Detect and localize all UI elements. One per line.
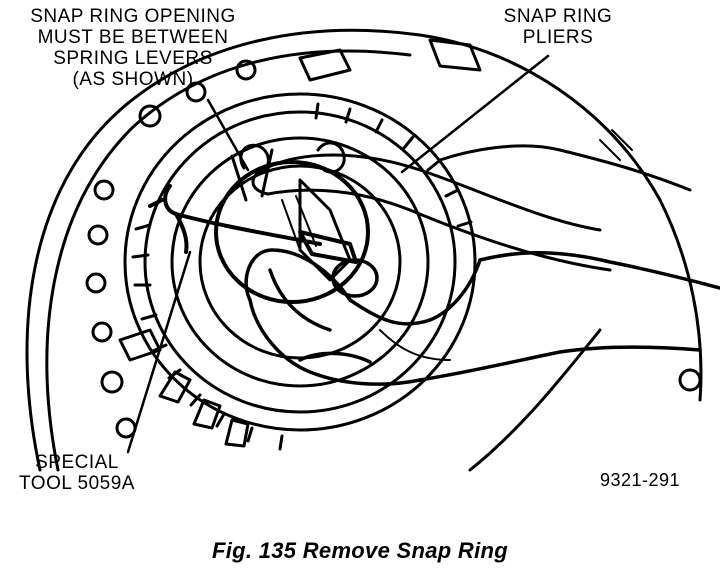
leader-special-tool <box>126 250 192 454</box>
callout-leaders <box>126 54 550 454</box>
clutch-drum <box>123 92 477 451</box>
figure-code: 9321-291 <box>600 470 681 490</box>
callout-snap-ring-opening: SNAP RING OPENING MUST BE BETWEEN SPRING… <box>30 6 236 90</box>
callout-special-tool: SPECIAL TOOL 5059A <box>19 452 135 494</box>
technician-hand <box>244 248 720 386</box>
leader-snap-ring-pliers <box>400 54 550 174</box>
leader-snap-ring-opening <box>206 98 250 172</box>
special-tool-5059a <box>148 184 358 264</box>
figure-caption: Fig. 135 Remove Snap Ring <box>211 538 508 563</box>
snap-ring-pliers <box>251 129 692 272</box>
callout-snap-ring-pliers: SNAP RING PLIERS <box>503 6 613 48</box>
